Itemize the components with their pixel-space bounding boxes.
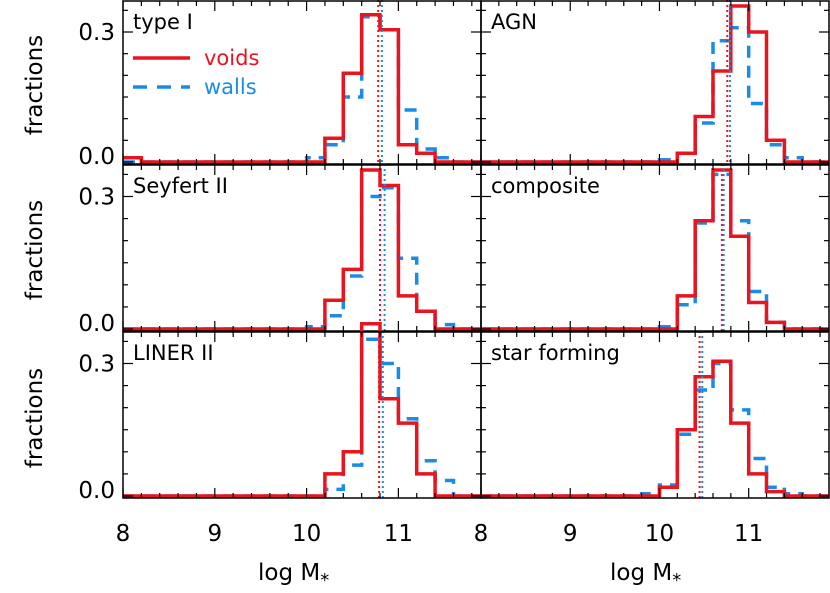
histogram-walls-series bbox=[481, 361, 829, 498]
legend-voids-label: voids bbox=[204, 46, 259, 70]
x-axis-label-text: log M bbox=[610, 560, 672, 586]
y-tick-label: 0.3 bbox=[78, 185, 115, 211]
x-tick-label: 9 bbox=[207, 521, 222, 547]
x-axis-label-text: log M bbox=[258, 560, 320, 586]
panel-2: AGN bbox=[480, 0, 830, 165]
panel-title: star forming bbox=[491, 341, 620, 365]
svg-text:log M*: log M* bbox=[258, 560, 329, 591]
x-axis-label-right: log M* bbox=[610, 560, 681, 591]
histogram-walls-series bbox=[123, 185, 481, 331]
x-tick-label: 8 bbox=[474, 521, 489, 547]
svg-text:log M*: log M* bbox=[610, 560, 681, 591]
y-tick-label: 0.0 bbox=[78, 144, 115, 170]
x-tick-label: 9 bbox=[563, 521, 578, 547]
panel-title: type I bbox=[133, 10, 193, 34]
panel-5: 0.0 0.3 8 9 10 11 LINER II bbox=[78, 322, 482, 547]
histogram-walls-series bbox=[123, 15, 481, 164]
histogram-voids-series bbox=[481, 168, 829, 331]
panel-title: composite bbox=[491, 174, 600, 198]
x-axis-label-subscript: * bbox=[672, 570, 681, 591]
y-axis-label-row3: fractions bbox=[22, 368, 48, 468]
panel-frame bbox=[480, 331, 830, 499]
panel-title: LINER II bbox=[133, 341, 214, 365]
legend-walls-label: walls bbox=[204, 75, 257, 99]
histogram-voids-series bbox=[123, 322, 481, 498]
y-axis-label-row1: fractions bbox=[22, 35, 48, 135]
x-tick-label: 11 bbox=[384, 521, 413, 547]
histogram-voids-series bbox=[481, 4, 829, 164]
panel-frame bbox=[480, 164, 830, 332]
x-axis-label-left: log M* bbox=[258, 560, 329, 591]
histogram-voids-series bbox=[123, 12, 481, 164]
y-tick-label: 0.3 bbox=[78, 20, 115, 46]
panel-3: 0.0 0.3 Seyfert II bbox=[78, 164, 482, 337]
y-tick-label: 0.0 bbox=[78, 311, 115, 337]
y-axis-label-row2: fractions bbox=[22, 200, 48, 300]
x-tick-label: 10 bbox=[645, 521, 674, 547]
x-axis-label-subscript: * bbox=[320, 570, 329, 591]
histogram-voids-series bbox=[481, 359, 829, 498]
x-tick-label: 10 bbox=[292, 521, 321, 547]
x-tick-label: 8 bbox=[116, 521, 131, 547]
histogram-voids-series bbox=[123, 168, 481, 331]
panel-4: composite bbox=[480, 164, 830, 332]
panel-frame bbox=[480, 0, 830, 165]
panel-title: Seyfert II bbox=[133, 174, 228, 198]
x-tick-label: 11 bbox=[734, 521, 763, 547]
y-tick-label: 0.0 bbox=[78, 478, 115, 504]
y-tick-label: 0.3 bbox=[78, 352, 115, 378]
legend: voids walls bbox=[133, 46, 259, 99]
panel-1: 0.0 0.3 type I bbox=[78, 0, 482, 170]
panel-title: AGN bbox=[491, 10, 537, 34]
panel-6: 8 9 10 11 star forming bbox=[474, 331, 830, 547]
